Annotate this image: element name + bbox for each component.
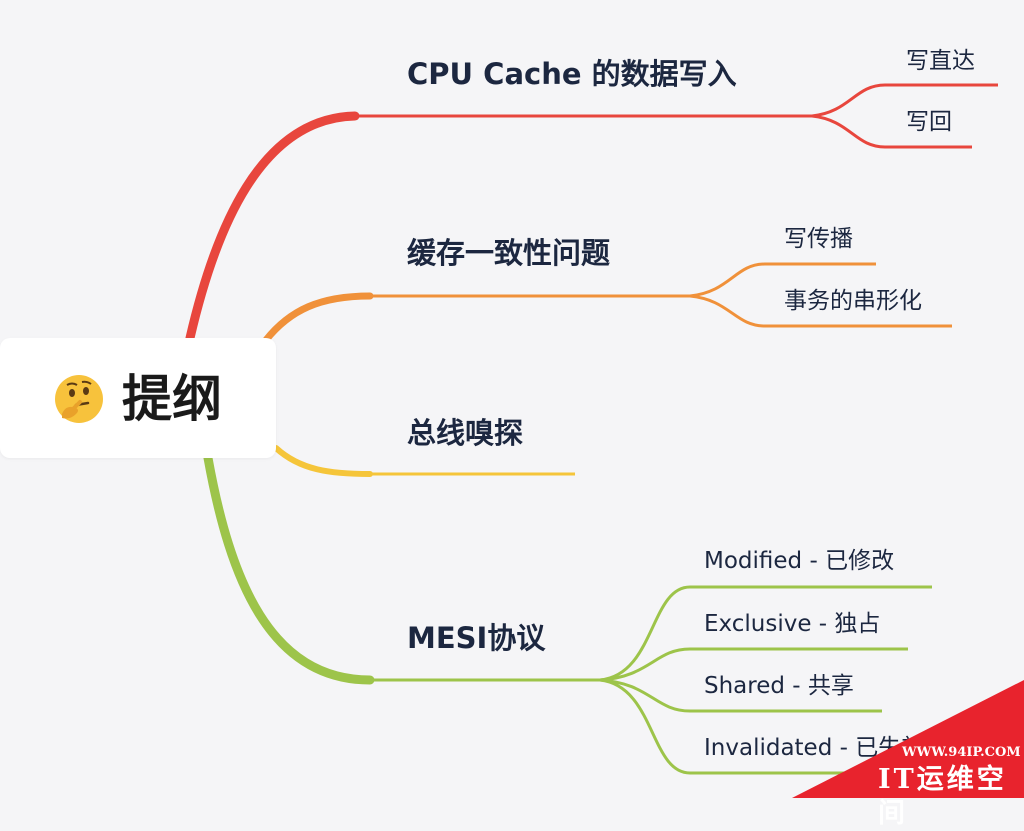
branch-4-leaf-1-connector	[599, 585, 932, 682]
branch-2-leaf-2-connector	[689, 294, 952, 328]
root-node[interactable]	[0, 338, 276, 458]
thinking-face-icon	[55, 375, 103, 423]
branch-1-trunk	[185, 111, 360, 343]
branch-4-leaf-2-connector	[599, 647, 908, 682]
leaf-write-back[interactable]: 写回	[906, 109, 952, 135]
leaf-write-through[interactable]: 写直达	[906, 48, 975, 74]
leaf-shared[interactable]: Shared - 共享	[704, 673, 854, 699]
branch-title-mesi-protocol[interactable]: MESI协议	[407, 621, 546, 655]
branch-title-bus-snooping[interactable]: 总线嗅探	[407, 416, 524, 450]
branch-4-leaf-3-connector	[599, 678, 882, 713]
watermark-name: IT运维空间	[878, 764, 1007, 829]
leaf-exclusive[interactable]: Exclusive - 独占	[704, 611, 881, 637]
root-label: 提纲	[122, 370, 222, 428]
branch-4-trunk	[203, 453, 375, 685]
watermark-url: WWW.94IP.COM	[902, 745, 1021, 760]
branch-1-leaf-2-connector	[811, 114, 972, 149]
leaf-write-propagation[interactable]: 写传播	[784, 226, 853, 252]
branch-3-trunk	[273, 445, 373, 477]
branch-1-leaf-1-connector	[811, 83, 998, 118]
watermark-banner	[792, 680, 1024, 798]
branch-2-trunk	[262, 292, 374, 344]
leaf-transaction-serialization[interactable]: 事务的串形化	[784, 288, 922, 314]
branch-4-leaf-4-connector	[599, 678, 900, 775]
leaf-modified[interactable]: Modified - 已修改	[704, 548, 895, 574]
branch-title-cpu-cache-write[interactable]: CPU Cache 的数据写入	[407, 57, 737, 91]
branch-title-cache-coherence[interactable]: 缓存一致性问题	[407, 236, 611, 270]
mindmap-connectors	[185, 83, 998, 775]
branch-2-leaf-1-connector	[689, 262, 876, 298]
